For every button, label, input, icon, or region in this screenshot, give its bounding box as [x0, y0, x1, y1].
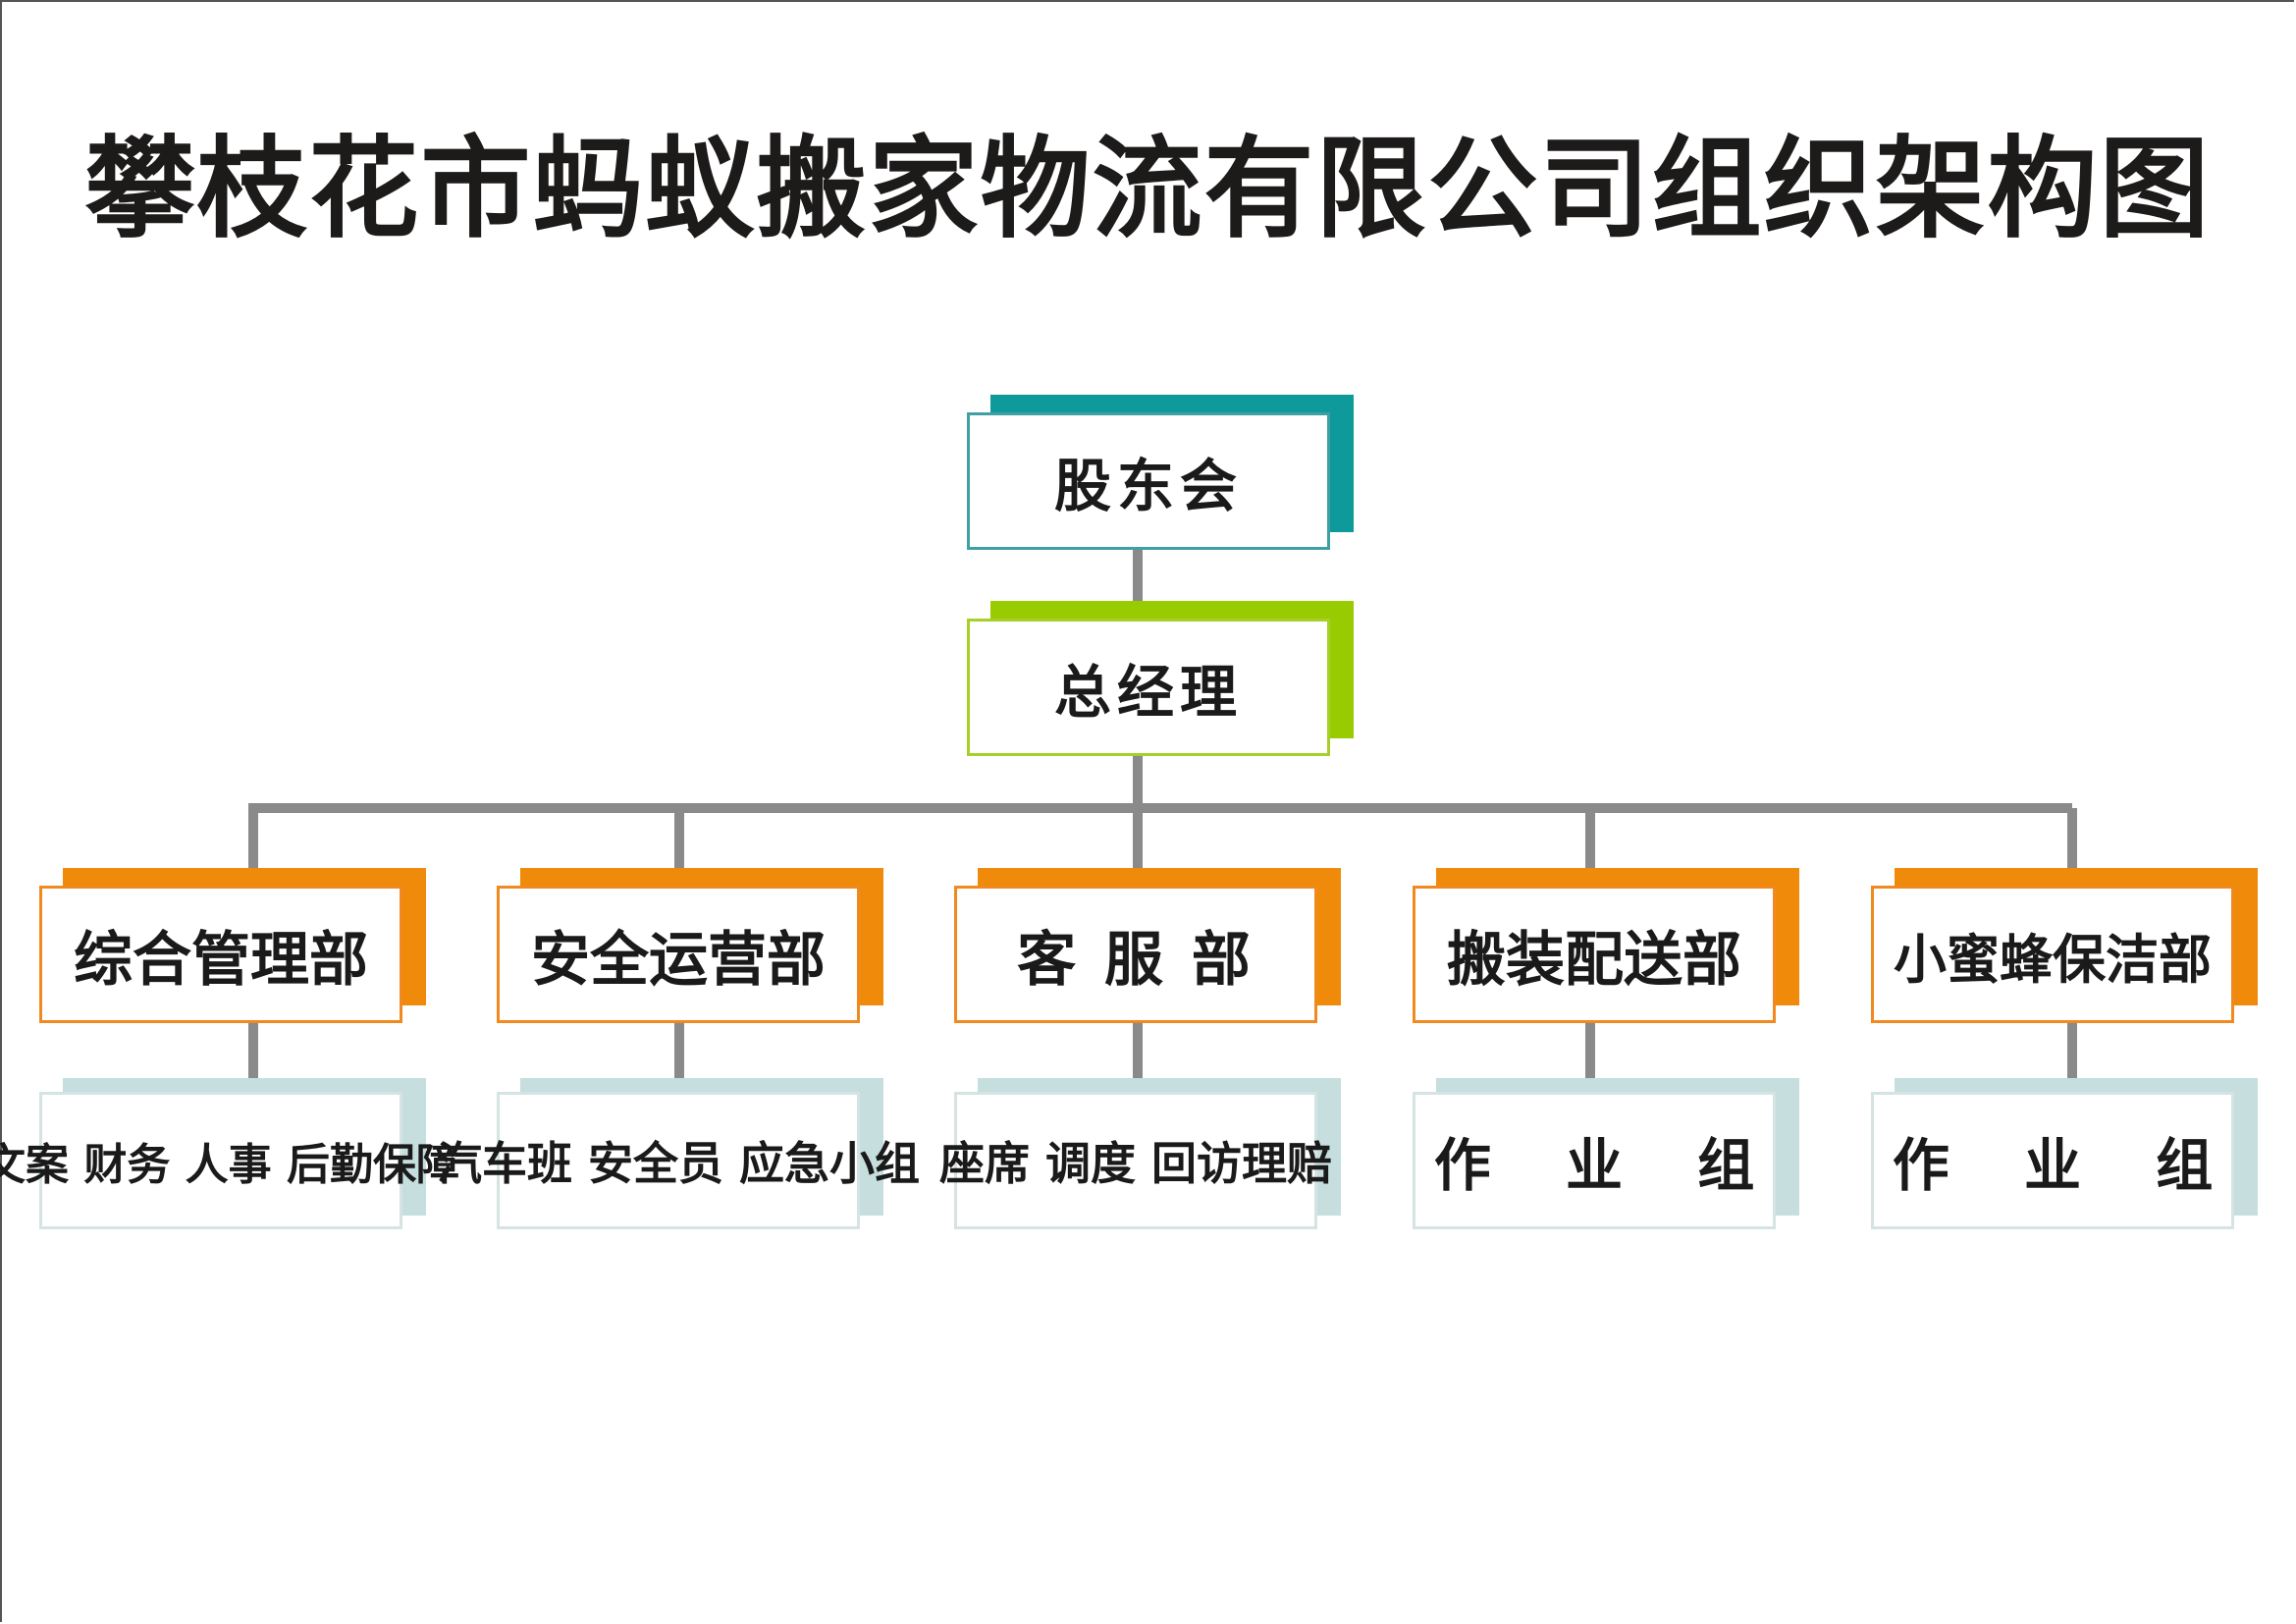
- chart-title: 攀枝花市蚂蚁搬家物流有限公司组织架构图: [84, 125, 2212, 253]
- node-general-manager-label: 总经理: [967, 619, 1330, 756]
- node-subgroup-3: 座席 调度 回访理赔: [939, 1078, 1341, 1229]
- node-subgroup-4: 作 业 组: [1413, 1078, 1799, 1229]
- node-department-2: 安全运营部: [497, 868, 883, 1023]
- node-department-label: 安全运营部: [497, 886, 860, 1023]
- node-department-4: 搬装配送部: [1413, 868, 1799, 1023]
- node-subgroup-5: 作 业 组: [1871, 1078, 2258, 1229]
- node-subgroup-label: 汽车班 安全员 应急小组: [437, 1092, 920, 1229]
- node-shareholders-label: 股东会: [967, 412, 1330, 550]
- node-department-label: 小蜜蜂保洁部: [1871, 886, 2234, 1023]
- node-subgroup-2: 汽车班 安全员 应急小组: [437, 1078, 920, 1229]
- node-department-label: 客 服 部: [954, 886, 1317, 1023]
- node-department-3: 客 服 部: [954, 868, 1341, 1023]
- node-subgroup-label: 作 业 组: [1871, 1092, 2234, 1229]
- node-subgroup-label: 座席 调度 回访理赔: [939, 1092, 1332, 1229]
- node-general-manager: 总经理: [967, 601, 1354, 756]
- node-department-5: 小蜜蜂保洁部: [1871, 868, 2258, 1023]
- node-shareholders: 股东会: [967, 395, 1354, 550]
- node-department-label: 搬装配送部: [1413, 886, 1776, 1023]
- node-subgroup-label: 文案 财务 人事 后勤保障: [0, 1092, 459, 1229]
- node-subgroup-label: 作 业 组: [1413, 1092, 1776, 1229]
- node-department-label: 综合管理部: [39, 886, 402, 1023]
- node-subgroup-1: 文案 财务 人事 后勤保障: [0, 1078, 459, 1229]
- node-department-1: 综合管理部: [39, 868, 426, 1023]
